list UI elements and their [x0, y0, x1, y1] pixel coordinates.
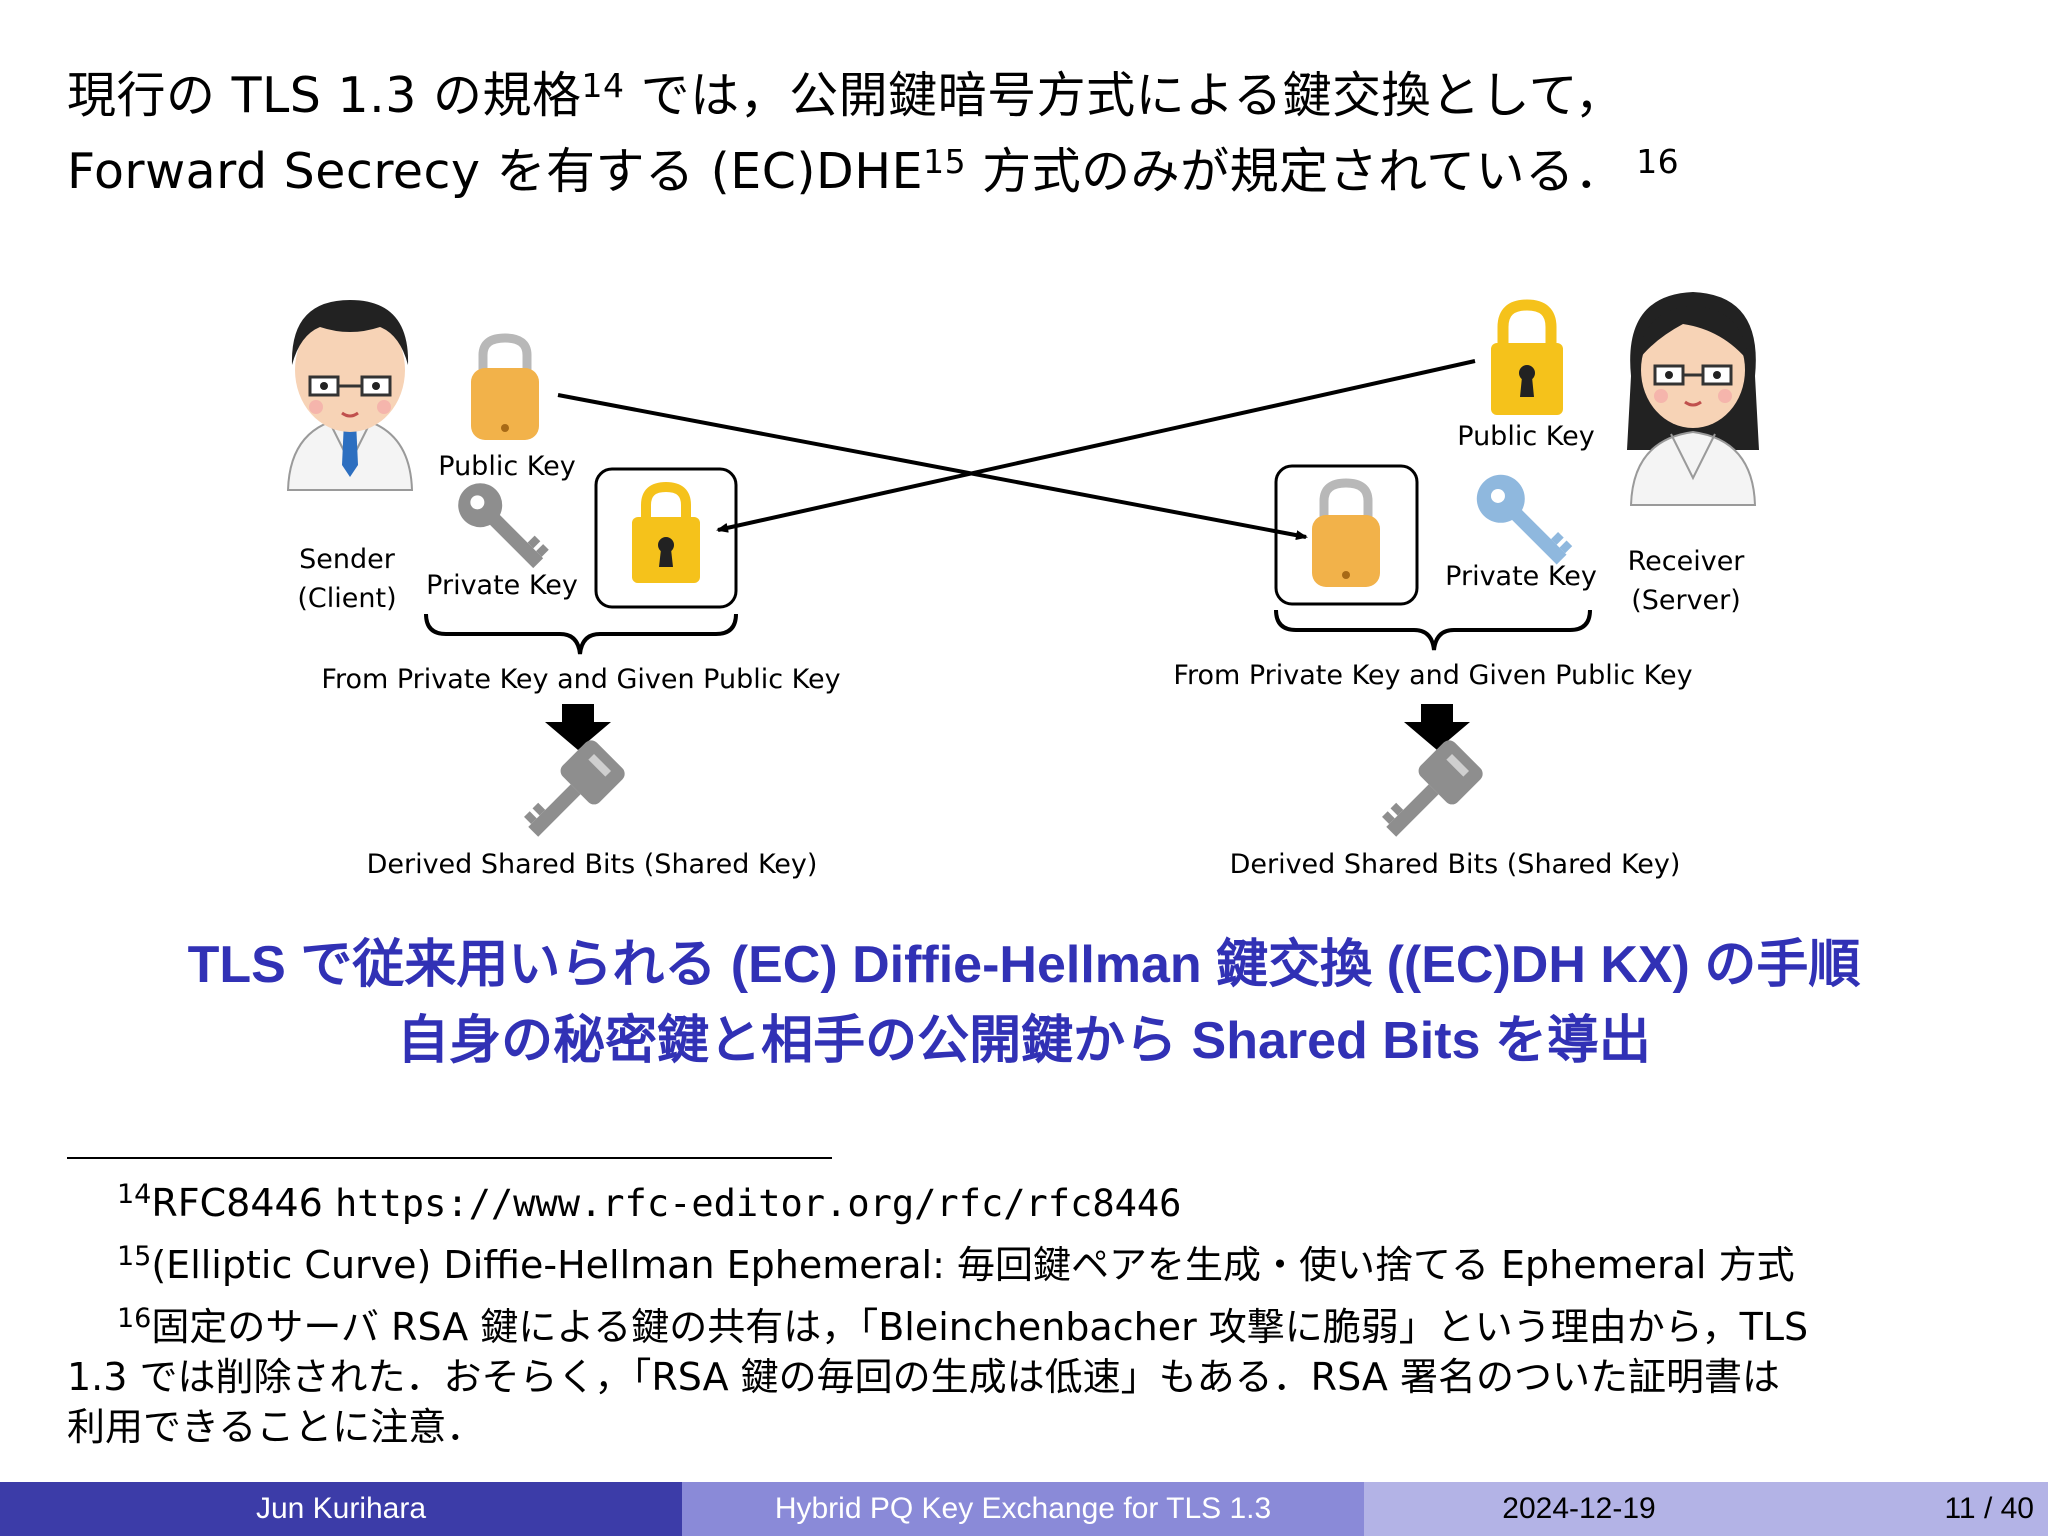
footnote-14: 14RFC8446 https://www.rfc-editor.org/rfc…: [117, 1179, 1182, 1225]
footer-page: 11 / 40: [1944, 1492, 2034, 1525]
right-brace: [1274, 609, 1592, 651]
footer-bar: Jun Kurihara Hybrid PQ Key Exchange for …: [0, 1482, 2048, 1536]
footnote-16: 16固定のサーバ RSA 鍵による鍵の共有は，「Bleinchenbacher …: [67, 1303, 1809, 1449]
footer-author: Jun Kurihara: [0, 1482, 682, 1536]
left-brace: [424, 613, 738, 655]
slide-header: 現行の TLS 1.3 の規格14 では，公開鍵暗号方式による鍵交換として， F…: [67, 58, 2007, 210]
receiver-private-key-label: Private Key: [1445, 561, 1597, 592]
receiver-public-key-label: Public Key: [1457, 421, 1594, 452]
receiver-public-key-lock-icon: [1491, 299, 1563, 415]
footnote-ref-16[interactable]: 16: [1636, 142, 1680, 181]
arrow-sender-to-receiver: [557, 393, 1308, 541]
footnote-15: 15(Elliptic Curve) Diffie-Hellman Epheme…: [117, 1241, 1795, 1287]
right-brace-label: From Private Key and Given Public Key: [1173, 660, 1692, 691]
footnote-ref-14[interactable]: 14: [581, 66, 625, 105]
right-shared-key-icon: [1382, 740, 1483, 837]
footer-meta: 2024-12-19 11 / 40: [1364, 1482, 2048, 1536]
sender-received-lock-icon: [632, 481, 700, 583]
sender-private-key-label: Private Key: [426, 570, 578, 601]
left-down-arrow-icon: [545, 704, 611, 750]
sender-private-key-icon: [458, 483, 549, 569]
sender-name: Sender: [299, 544, 396, 575]
headline-line-1: TLS で従来用いられる (EC) Diffie-Hellman 鍵交換 ((E…: [187, 936, 1861, 994]
rfc8446-link[interactable]: https://www.rfc-editor.org/rfc/rfc8446: [334, 1182, 1182, 1225]
footer-date: 2024-12-19: [1502, 1492, 1656, 1525]
sender-avatar-icon: [287, 300, 413, 491]
sender-public-key-lock-icon: [471, 333, 539, 440]
header-line-2: Forward Secrecy を有する (EC)DHE15 方式のみが規定され…: [67, 142, 1680, 200]
footnote-rule: [67, 1157, 832, 1159]
receiver-name: Receiver: [1628, 546, 1746, 577]
arrow-receiver-to-sender: [716, 359, 1476, 533]
receiver-role: (Server): [1631, 585, 1741, 616]
right-down-arrow-icon: [1404, 704, 1470, 750]
right-shared-key-label: Derived Shared Bits (Shared Key): [1230, 849, 1681, 880]
left-shared-key-label: Derived Shared Bits (Shared Key): [367, 849, 818, 880]
left-brace-label: From Private Key and Given Public Key: [321, 664, 840, 695]
receiver-received-lock-icon: [1312, 478, 1380, 587]
receiver-avatar-icon: [1627, 292, 1759, 506]
footnote-ref-15[interactable]: 15: [923, 142, 967, 181]
headline-line-2: 自身の秘密鍵と相手の公開鍵から Shared Bits を導出: [397, 1012, 1651, 1070]
sender-public-key-label: Public Key: [438, 451, 575, 482]
header-line-1: 現行の TLS 1.3 の規格14 では，公開鍵暗号方式による鍵交換として，: [67, 66, 1625, 124]
receiver-private-key-icon: [1476, 474, 1573, 565]
sender-role: (Client): [297, 583, 396, 614]
left-shared-key-icon: [524, 740, 625, 837]
footer-title: Hybrid PQ Key Exchange for TLS 1.3: [682, 1482, 1364, 1536]
